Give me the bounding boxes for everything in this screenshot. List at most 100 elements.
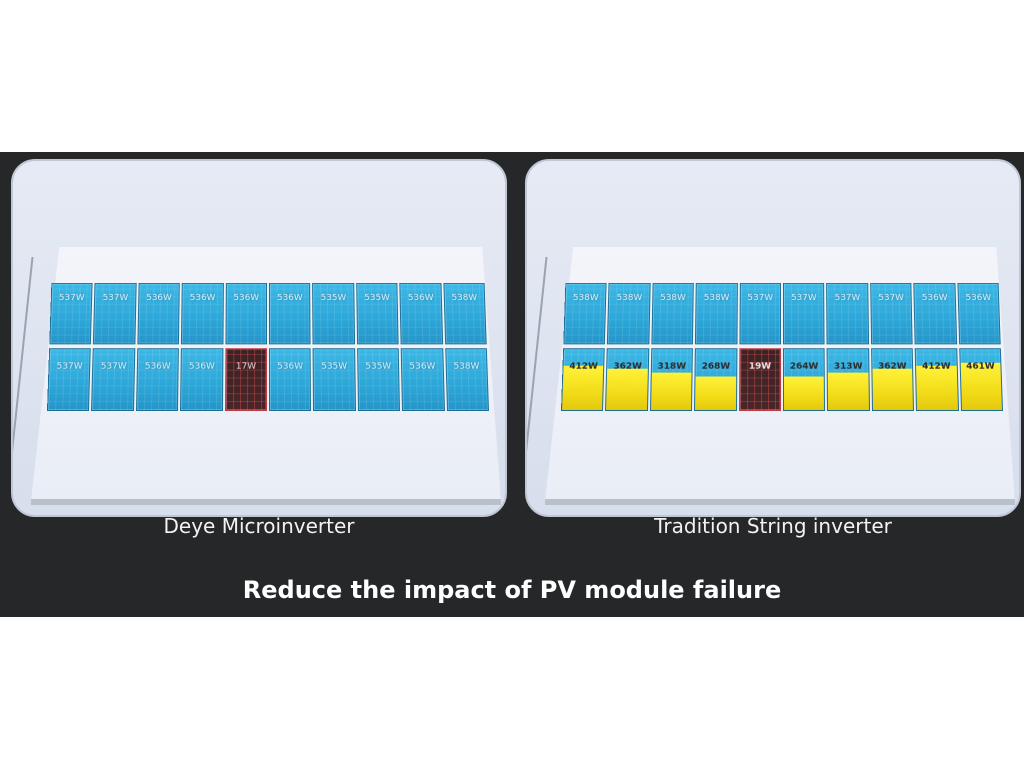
right-caption: Tradition String inverter bbox=[654, 514, 892, 538]
pv-module-power-label: 412W bbox=[922, 361, 951, 372]
pv-module-power-label: 537W bbox=[102, 293, 129, 303]
pv-module: 536W bbox=[181, 282, 224, 345]
pv-module: 537W bbox=[870, 282, 913, 345]
pv-module: 538W bbox=[607, 282, 651, 345]
pv-module: 412W bbox=[561, 348, 606, 411]
pv-module-power-label: 537W bbox=[58, 293, 85, 303]
pv-module-power-label: 536W bbox=[233, 293, 260, 303]
pv-module: 536W bbox=[399, 282, 443, 345]
reduced-output-fill bbox=[695, 376, 736, 411]
pv-module: 536W bbox=[269, 348, 312, 411]
pv-module-power-label: 19W bbox=[748, 361, 772, 372]
pv-module: 537W bbox=[826, 282, 869, 345]
roof-edge bbox=[527, 257, 548, 457]
pv-module-power-label: 535W bbox=[321, 361, 348, 372]
pv-module-power-label: 536W bbox=[146, 293, 172, 303]
pv-module-power-label: 537W bbox=[791, 293, 817, 303]
pv-module: 538W bbox=[563, 282, 607, 345]
pv-module-power-label: 536W bbox=[965, 293, 992, 303]
pv-module-power-label: 313W bbox=[833, 361, 863, 372]
reduced-output-fill bbox=[784, 376, 825, 411]
video-subtitle: Reduce the impact of PV module failure bbox=[242, 576, 782, 604]
pv-module-failed: 17W bbox=[224, 348, 268, 411]
pv-module-power-label: 538W bbox=[660, 293, 686, 303]
reduced-output-fill bbox=[916, 366, 958, 411]
pv-module: 536W bbox=[135, 348, 180, 411]
pv-module-power-label: 535W bbox=[320, 293, 347, 303]
pv-module: 535W bbox=[356, 282, 399, 345]
pv-module: 536W bbox=[957, 282, 1001, 345]
reduced-output-fill bbox=[872, 368, 914, 411]
pv-module-power-label: 362W bbox=[877, 361, 907, 372]
pv-row-top-right: 538W 538W 538W 538W 537W 537W 537W 537W 536W 536W bbox=[563, 282, 1001, 345]
roof-edge bbox=[13, 257, 34, 457]
reduced-output-fill bbox=[650, 372, 692, 411]
pv-module: 536W bbox=[269, 282, 311, 345]
pv-module: 461W bbox=[958, 348, 1004, 411]
microinverter-scene: 537W 537W 536W 536W 536W 536W 535W 535W 536W 538W… bbox=[11, 159, 507, 517]
pv-module: 535W bbox=[312, 282, 355, 345]
pv-module-power-label: 537W bbox=[100, 361, 127, 372]
pv-module: 362W bbox=[870, 348, 915, 411]
pv-module-power-label: 362W bbox=[613, 361, 643, 372]
pv-row-top-left: 537W 537W 536W 536W 536W 536W 535W 535W 536W 538W bbox=[49, 282, 487, 345]
pv-module-power-label: 537W bbox=[56, 361, 83, 372]
left-caption: Deye Microinverter bbox=[163, 514, 355, 538]
pv-module: 538W bbox=[443, 282, 487, 345]
pv-module-power-label: 538W bbox=[451, 293, 478, 303]
pv-module: 537W bbox=[93, 282, 137, 345]
pv-module: 268W bbox=[694, 348, 738, 411]
pv-module: 412W bbox=[914, 348, 959, 411]
roof-base bbox=[545, 499, 1015, 505]
reduced-output-fill bbox=[828, 372, 869, 411]
pv-module: 362W bbox=[605, 348, 650, 411]
pv-module-failed: 19W bbox=[738, 348, 782, 411]
pv-module: 536W bbox=[400, 348, 445, 411]
pv-module: 535W bbox=[312, 348, 356, 411]
pv-module: 536W bbox=[913, 282, 957, 345]
pv-module-power-label: 538W bbox=[453, 361, 480, 372]
pv-module: 313W bbox=[826, 348, 870, 411]
string-inverter-scene: 538W 538W 538W 538W 537W 537W 537W 537W 536W 536W… bbox=[525, 159, 1021, 517]
pv-module: 537W bbox=[47, 348, 92, 411]
pv-module: 538W bbox=[444, 348, 490, 411]
reduced-output-fill bbox=[562, 366, 604, 411]
pv-module-power-label: 536W bbox=[921, 293, 948, 303]
pv-module-power-label: 537W bbox=[878, 293, 904, 303]
pv-module-power-label: 537W bbox=[834, 293, 861, 303]
pv-module-power-label: 536W bbox=[277, 361, 304, 372]
pv-module: 535W bbox=[356, 348, 401, 411]
pv-module: 264W bbox=[783, 348, 826, 411]
pv-module-power-label: 538W bbox=[703, 293, 730, 303]
pv-module: 318W bbox=[649, 348, 694, 411]
pv-module-power-label: 264W bbox=[789, 361, 819, 372]
pv-module-power-label: 538W bbox=[616, 293, 643, 303]
pv-module-power-label: 17W bbox=[235, 361, 257, 372]
pv-module-power-label: 318W bbox=[657, 361, 687, 372]
pv-module-power-label: 536W bbox=[277, 293, 303, 303]
pv-module-power-label: 536W bbox=[144, 361, 171, 372]
roof-base bbox=[31, 499, 501, 505]
pv-module: 538W bbox=[695, 282, 738, 345]
pv-module: 538W bbox=[651, 282, 695, 345]
pv-module-power-label: 537W bbox=[747, 293, 774, 303]
pv-module-power-label: 268W bbox=[701, 361, 731, 372]
pv-module-power-label: 412W bbox=[569, 361, 598, 372]
pv-module-power-label: 535W bbox=[364, 293, 390, 303]
pv-module-power-label: 536W bbox=[407, 293, 434, 303]
reduced-output-fill bbox=[606, 368, 648, 411]
pv-module: 537W bbox=[49, 282, 93, 345]
pv-module-power-label: 461W bbox=[966, 361, 995, 372]
pv-module-power-label: 536W bbox=[189, 293, 216, 303]
pv-row-bottom-right: 412W 362W 318W 268W 19W 264W 313W 362W 412W 461W bbox=[561, 348, 1004, 411]
pv-module: 537W bbox=[783, 282, 825, 345]
pv-array-right: 538W 538W 538W 538W 537W 537W 537W 537W 536W 536W… bbox=[561, 282, 1004, 411]
pv-module: 537W bbox=[739, 282, 782, 345]
pv-module-power-label: 535W bbox=[365, 361, 392, 372]
pv-module: 536W bbox=[225, 282, 268, 345]
pv-module: 537W bbox=[91, 348, 136, 411]
pv-module-power-label: 536W bbox=[409, 361, 436, 372]
pv-module: 536W bbox=[137, 282, 181, 345]
